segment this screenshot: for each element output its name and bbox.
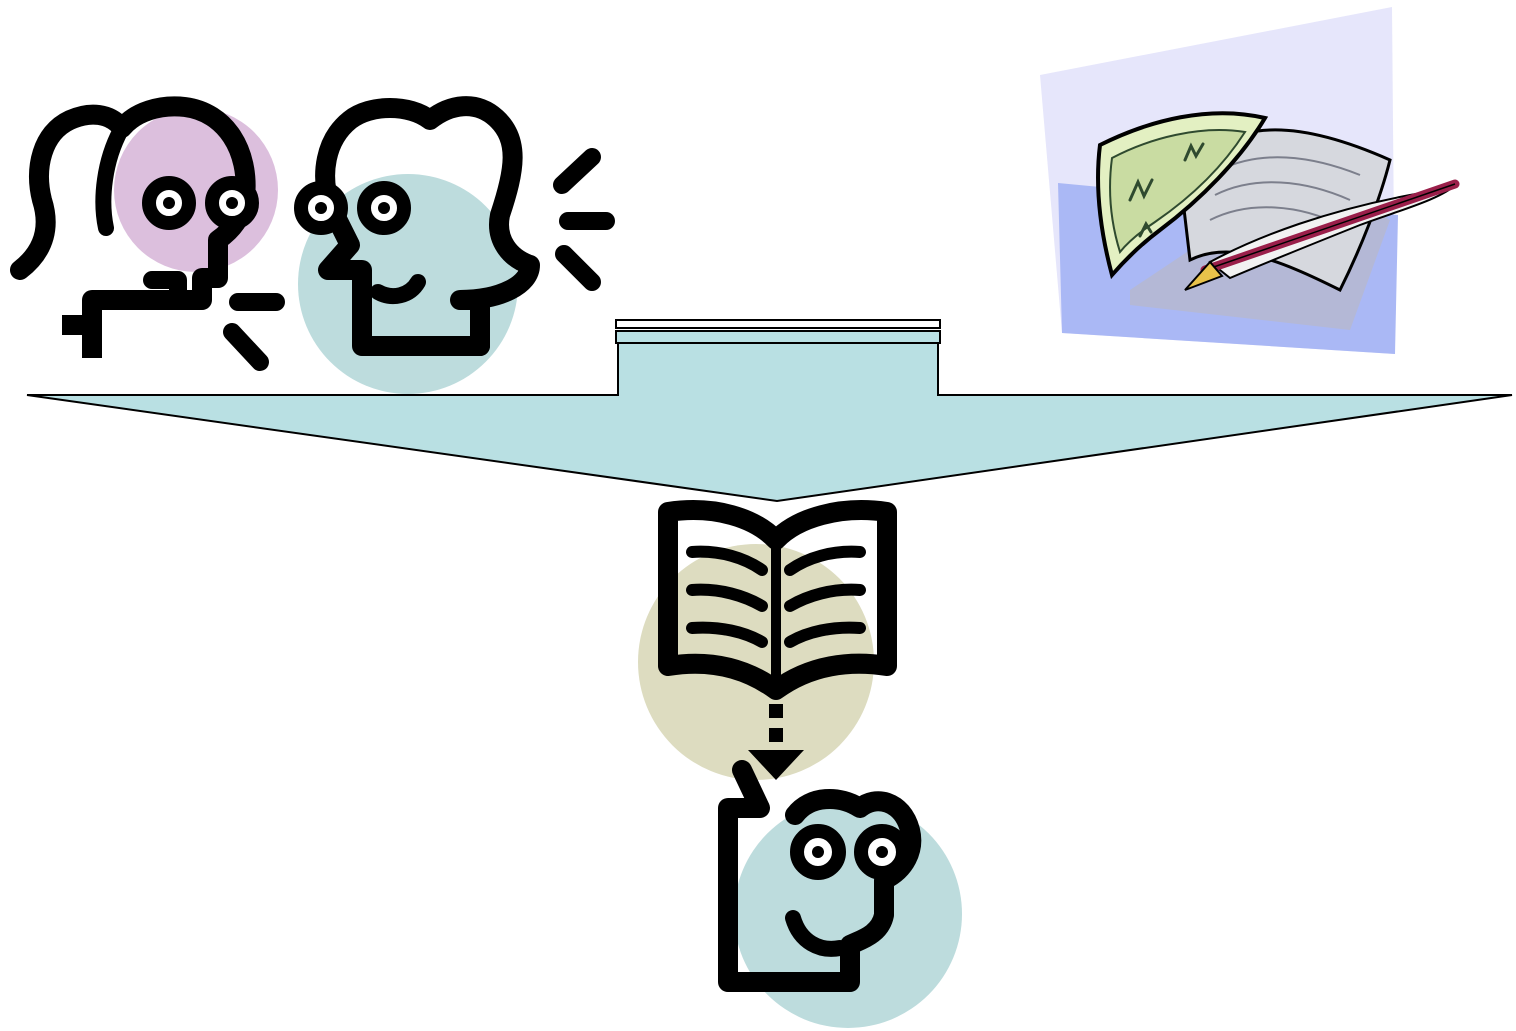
woman-pupil-right <box>226 197 238 209</box>
reader-pupil-right <box>876 846 888 858</box>
man-pupil-right <box>378 202 390 214</box>
arrow-dash-2 <box>769 728 783 742</box>
reader-face-icon <box>728 770 962 1028</box>
funnel-top-plate-inner <box>616 331 940 343</box>
arrow-dash-1 <box>769 704 783 718</box>
woman-chin <box>72 325 92 348</box>
woman-pupil-left <box>163 197 175 209</box>
woman-speaking-icon <box>20 106 278 362</box>
papers-and-quill-icon <box>1040 7 1458 354</box>
woman-speech-mark-2 <box>232 332 260 362</box>
man-speech-mark-1 <box>562 157 592 185</box>
reader-circle <box>734 800 962 1028</box>
man-speaking-icon <box>298 106 606 394</box>
reader-pupil-left <box>812 846 824 858</box>
open-book-icon <box>638 510 887 780</box>
funnel-top-plate <box>616 320 940 328</box>
man-pupil-left <box>315 202 327 214</box>
funnel-shape <box>27 343 1512 501</box>
man-speech-mark-3 <box>564 254 592 282</box>
